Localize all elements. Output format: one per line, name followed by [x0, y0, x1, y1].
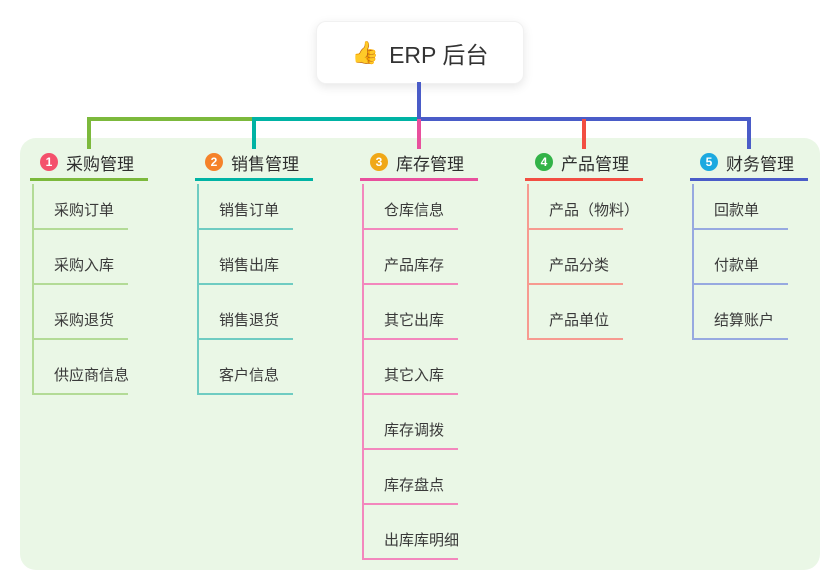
branch-children-list: 回款单 付款单 结算账户 — [692, 184, 788, 340]
child-node[interactable]: 产品库存 — [364, 230, 458, 285]
branch-number-badge: 3 — [370, 153, 388, 171]
branch-number-badge: 4 — [535, 153, 553, 171]
branch-label: 销售管理 — [231, 154, 299, 174]
branch-node-inventory[interactable]: 3 库存管理 — [360, 146, 478, 181]
branch-sales: 2 销售管理 销售订单 销售出库 销售退货 客户信息 — [195, 0, 313, 588]
branch-number-badge: 2 — [205, 153, 223, 171]
branch-children-list: 产品（物料） 产品分类 产品单位 — [527, 184, 639, 340]
thumbs-up-icon: 👍 — [351, 39, 380, 65]
child-node[interactable]: 客户信息 — [199, 340, 293, 395]
child-node[interactable]: 库存盘点 — [364, 450, 458, 505]
child-node[interactable]: 付款单 — [694, 230, 788, 285]
branch-inventory: 3 库存管理 仓库信息 产品库存 其它出库 其它入库 库存调拨 库存盘点 出库库… — [360, 0, 478, 588]
child-node[interactable]: 采购入库 — [34, 230, 128, 285]
child-node[interactable]: 结算账户 — [694, 285, 788, 340]
branch-children-list: 采购订单 采购入库 采购退货 供应商信息 — [32, 184, 129, 395]
root-connector-line — [417, 82, 421, 121]
branch-label: 财务管理 — [726, 154, 794, 174]
child-node[interactable]: 采购订单 — [34, 184, 128, 230]
child-node[interactable]: 销售退货 — [199, 285, 293, 340]
branches-panel — [20, 138, 820, 570]
branch-connector-drop — [582, 119, 586, 149]
branch-connector-drop — [417, 119, 421, 149]
child-node[interactable]: 其它入库 — [364, 340, 458, 395]
child-node[interactable]: 销售出库 — [199, 230, 293, 285]
branch-connector-drop — [87, 119, 91, 149]
child-node[interactable]: 回款单 — [694, 184, 788, 230]
child-node[interactable]: 出库库明细 — [364, 505, 459, 560]
branch-connector-h — [252, 117, 419, 121]
branch-children-list: 销售订单 销售出库 销售退货 客户信息 — [197, 184, 293, 395]
branch-label: 库存管理 — [396, 154, 464, 174]
branch-node-purchase[interactable]: 1 采购管理 — [30, 146, 148, 181]
root-node[interactable]: 👍 ERP 后台 — [316, 21, 524, 84]
child-node[interactable]: 产品分类 — [529, 230, 623, 285]
branch-product: 4 产品管理 产品（物料） 产品分类 产品单位 — [525, 0, 643, 588]
branch-children-list: 仓库信息 产品库存 其它出库 其它入库 库存调拨 库存盘点 出库库明细 — [362, 184, 459, 560]
root-label: ERP 后台 — [389, 41, 489, 68]
child-node[interactable]: 产品单位 — [529, 285, 623, 340]
branch-connector-drop — [747, 119, 751, 149]
branch-number-badge: 1 — [40, 153, 58, 171]
branch-node-finance[interactable]: 5 财务管理 — [690, 146, 808, 181]
branch-finance: 5 财务管理 回款单 付款单 结算账户 — [690, 0, 808, 588]
branch-node-product[interactable]: 4 产品管理 — [525, 146, 643, 181]
child-node[interactable]: 其它出库 — [364, 285, 458, 340]
child-node[interactable]: 产品（物料） — [529, 184, 639, 230]
branch-node-sales[interactable]: 2 销售管理 — [195, 146, 313, 181]
branch-label: 产品管理 — [561, 154, 629, 174]
child-node[interactable]: 库存调拨 — [364, 395, 458, 450]
child-node[interactable]: 供应商信息 — [34, 340, 129, 395]
child-node[interactable]: 销售订单 — [199, 184, 293, 230]
child-node[interactable]: 采购退货 — [34, 285, 128, 340]
branch-purchase: 1 采购管理 采购订单 采购入库 采购退货 供应商信息 — [30, 0, 148, 588]
branch-label: 采购管理 — [66, 154, 134, 174]
child-node[interactable]: 仓库信息 — [364, 184, 458, 230]
branch-number-badge: 5 — [700, 153, 718, 171]
branch-connector-drop — [252, 119, 256, 149]
branch-connector-h — [87, 117, 253, 121]
